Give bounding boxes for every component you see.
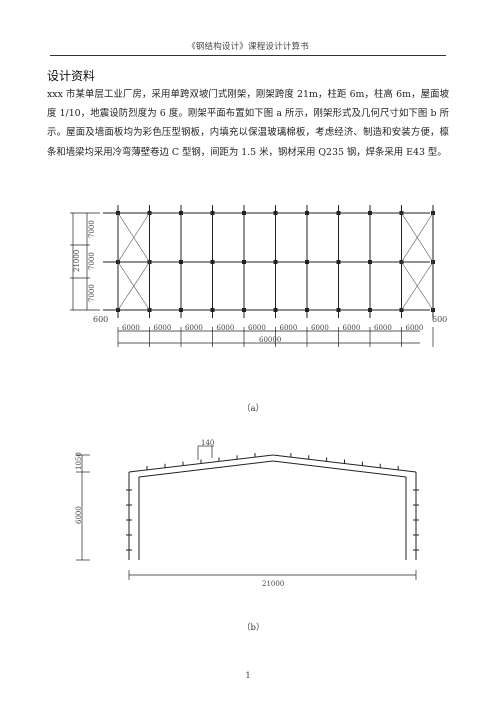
brace-line bbox=[117, 261, 150, 311]
caption-a: （a） bbox=[242, 404, 265, 414]
column-marker bbox=[368, 260, 372, 264]
side-label-left: 600 bbox=[93, 315, 108, 324]
dim-height: 6000 bbox=[75, 506, 83, 524]
brace-line bbox=[401, 261, 434, 311]
side-label-right: 600 bbox=[432, 315, 447, 324]
bay-dim-label: 6000 bbox=[374, 324, 392, 332]
dim-left-total: 21000 bbox=[73, 250, 81, 272]
page-header: 《钢结构设计》课程设计计算书 bbox=[187, 42, 309, 52]
dim-left-1: 7000 bbox=[88, 220, 96, 238]
brace-line bbox=[401, 212, 434, 263]
page-number: 1 bbox=[245, 671, 251, 680]
bay-dim-label: 6000 bbox=[248, 324, 266, 332]
dim-spacing: 140 bbox=[201, 439, 214, 447]
column-marker bbox=[242, 308, 246, 312]
bay-dim-label: 6000 bbox=[311, 324, 329, 332]
caption-b: （b） bbox=[242, 623, 265, 633]
column-marker bbox=[179, 308, 183, 312]
brace-line bbox=[117, 212, 150, 263]
column-marker bbox=[368, 308, 372, 312]
bay-dim-label: 6000 bbox=[406, 324, 424, 332]
dim-span: 21000 bbox=[262, 580, 284, 588]
column-marker bbox=[368, 211, 372, 215]
dim-bottom-total: 60000 bbox=[259, 336, 281, 344]
column-marker bbox=[210, 260, 215, 264]
column-marker bbox=[305, 211, 309, 215]
column-marker bbox=[305, 308, 309, 312]
bay-dim-label: 6000 bbox=[185, 324, 203, 332]
bay-dim-label: 6000 bbox=[122, 324, 140, 332]
column-marker bbox=[273, 260, 278, 264]
column-marker bbox=[305, 260, 309, 264]
column-marker bbox=[273, 308, 278, 312]
column-marker bbox=[242, 260, 246, 264]
column-marker bbox=[210, 308, 215, 312]
column-marker bbox=[179, 211, 183, 215]
column-marker bbox=[210, 211, 215, 215]
body-paragraph: xxx 市某单层工业厂房，采用单跨双坡门式刚架，刚架跨度 21m，柱距 6m，柱… bbox=[47, 89, 449, 158]
bay-dim-label: 6000 bbox=[217, 324, 235, 332]
header-rule bbox=[50, 55, 446, 56]
bay-dim-label: 6000 bbox=[343, 324, 361, 332]
column-marker bbox=[179, 260, 183, 264]
dim-left-2: 7000 bbox=[88, 252, 96, 270]
column-marker bbox=[242, 211, 246, 215]
column-marker bbox=[336, 308, 341, 312]
column-marker bbox=[336, 211, 341, 215]
section-title: 设计资料 bbox=[47, 69, 96, 83]
bay-dim-label: 6000 bbox=[280, 324, 298, 332]
column-marker bbox=[336, 260, 341, 264]
dim-rise: 1050 bbox=[75, 452, 83, 470]
column-marker bbox=[273, 211, 278, 215]
dim-left-3: 7000 bbox=[88, 284, 96, 302]
bay-dim-label: 6000 bbox=[154, 324, 172, 332]
